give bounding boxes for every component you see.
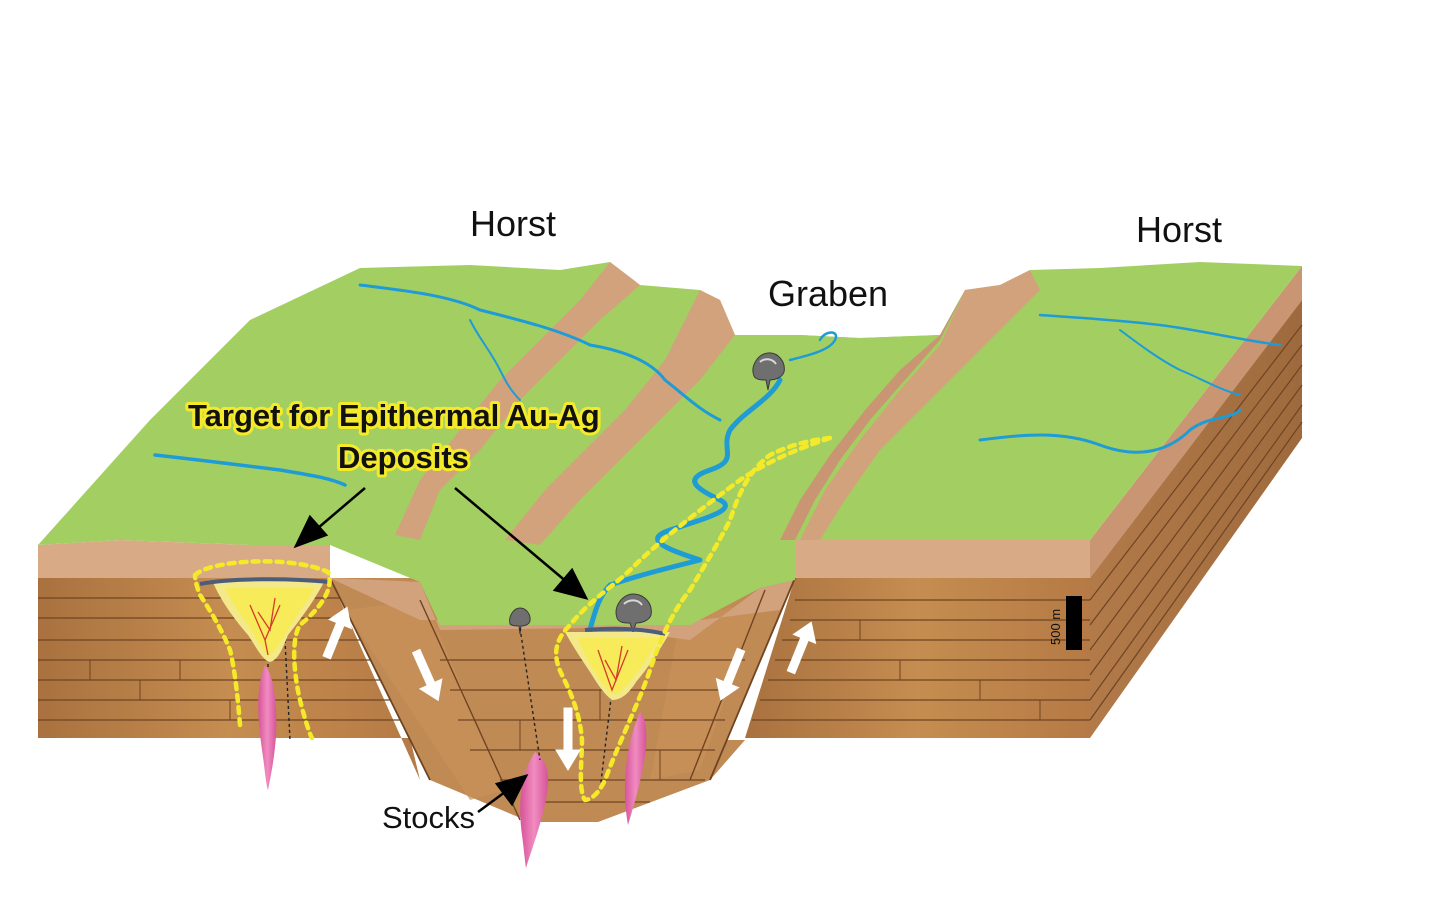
stocks-intrusions [258,627,647,868]
river-right-3 [1119,329,1241,396]
rivers [153,283,1282,633]
strata-brick-ticks [89,620,1041,780]
scarp-band-2 [505,290,735,545]
target-outlines [192,435,833,803]
left-horst-strata [38,578,420,780]
front-soil-band [38,540,330,578]
volcano-icon [509,607,531,635]
label-graben: Graben [768,273,888,314]
scale-bar-label: 500 m [1048,609,1063,645]
target-outline-right [553,435,833,803]
volcanoes [509,352,785,635]
scale-bar-rect [1066,596,1082,650]
scale-bar: 500 m [1048,596,1082,650]
label-horst-right: Horst [1136,209,1222,250]
side-strata [1090,300,1302,738]
label-stocks: Stocks [382,800,475,835]
inner-fault-block-left [345,600,505,800]
arrow-icon [411,648,443,702]
front-cross-section [38,540,1090,822]
stock-left [258,665,277,790]
label-horst-left: Horst [470,203,556,244]
river-left-branch [469,319,521,401]
displacement-arrows [322,606,817,771]
scarp-band-3 [800,270,1040,540]
target-outline-left [192,559,332,741]
epithermal-deposit-left [199,577,331,662]
stock-right [624,712,647,825]
arrow-icon [715,647,746,701]
stock-center [520,752,549,868]
arrow-icon [786,621,817,675]
label-target-line2: Deposits [338,440,469,475]
river-meander-top [788,331,838,362]
right-side-face [1089,266,1303,738]
epithermal-deposit-right [565,626,670,700]
volcano-icon [615,593,652,634]
right-soil-band [795,540,1090,578]
river-right-2 [978,408,1242,454]
river-trunk [587,377,783,633]
scarp-band-4 [780,290,965,540]
scarp-band-1 [395,262,640,540]
callout-arrows [293,487,589,814]
right-horst-strata [745,578,1090,738]
volcano-icon [752,352,785,391]
arrow-icon [322,606,353,660]
river-left-upper [358,283,722,422]
river-right-1 [1038,313,1282,347]
river-left-lower [153,453,347,487]
arrow-icon [555,707,581,771]
label-target-line1: Target for Epithermal Au-Ag [188,398,600,433]
side-soil [1090,266,1302,578]
